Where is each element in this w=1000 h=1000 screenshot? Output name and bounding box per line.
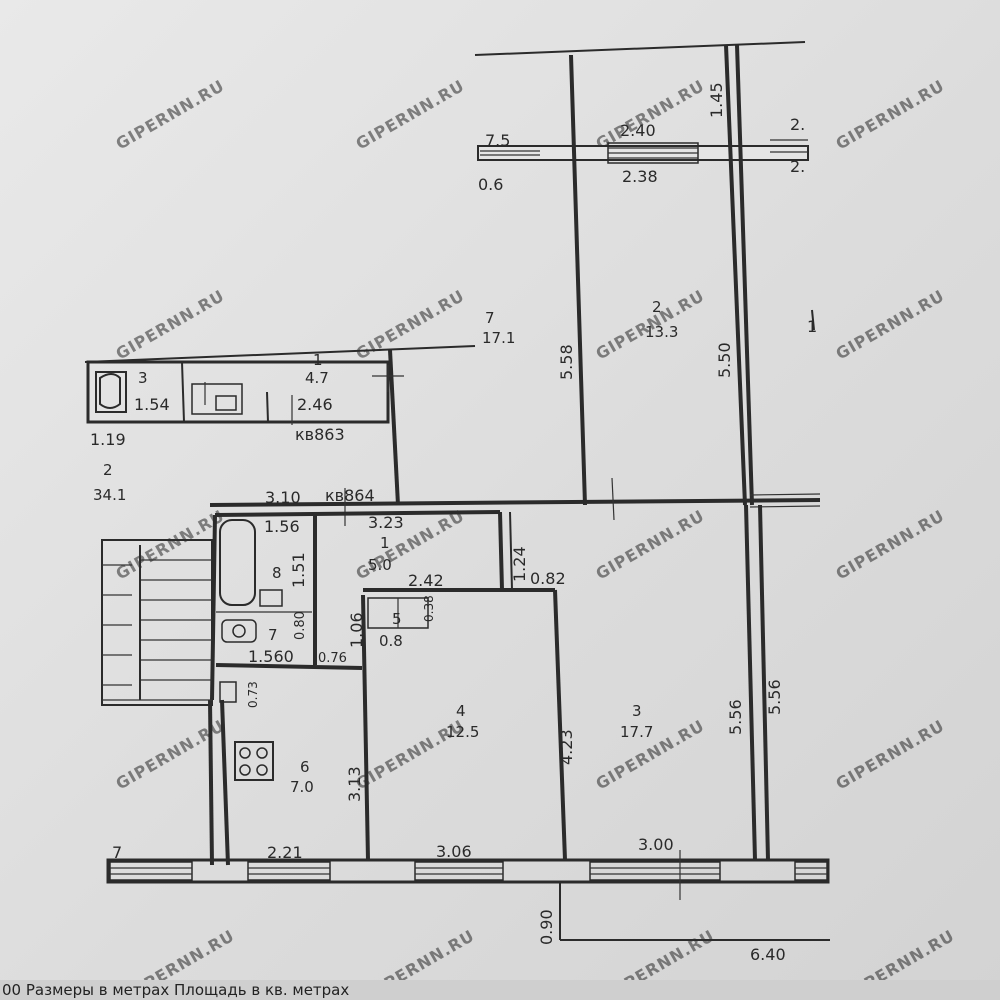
- dim-label: 0.6: [478, 175, 503, 194]
- watermark: GIPERNN.RU: [593, 506, 708, 584]
- dim-label: 2.21: [267, 843, 303, 862]
- dim-label: кв863: [295, 425, 345, 444]
- dim-label: 5.50: [715, 342, 734, 378]
- dim-label: 1: [807, 317, 817, 336]
- dim-label: 5.56: [726, 699, 745, 735]
- room-labels: 7 17.1 2 13.3 1 4.7 3 2 34.1 8 1 5.0 5 0…: [93, 298, 678, 796]
- kitchen-6-area: 7.0: [290, 778, 314, 796]
- dim-label: 2.38: [622, 167, 658, 186]
- dim-label: 1.06: [347, 612, 366, 648]
- dim-label: 5.58: [557, 344, 576, 380]
- room-3-area: 17.7: [620, 723, 653, 741]
- dim-label: 2.: [790, 115, 805, 134]
- dim-label: кв864: [325, 486, 375, 505]
- watermark: GIPERNN.RU: [833, 286, 948, 364]
- bath-3-number: 3: [138, 369, 148, 387]
- watermark: GIPERNN.RU: [113, 76, 228, 154]
- dim-label: 0.76: [318, 651, 347, 666]
- closet-5-number: 5: [392, 610, 402, 628]
- dim-label: 1.19: [90, 430, 126, 449]
- dim-label: 1.45: [707, 82, 726, 118]
- room-1-mid-number: 1: [380, 534, 390, 552]
- watermark: GIPERNN.RU: [833, 506, 948, 584]
- dim-label: 2.42: [408, 571, 444, 590]
- dim-label: 1.560: [248, 647, 294, 666]
- dim-label: 0.73: [246, 681, 260, 708]
- kitchen-6-number: 6: [300, 758, 310, 776]
- dim-label: 3.10: [265, 488, 301, 507]
- watermark: GIPERNN.RU: [113, 286, 228, 364]
- room-4-number: 4: [456, 702, 466, 720]
- dim-label: 1.54: [134, 395, 170, 414]
- dim-label: 7: [112, 843, 122, 862]
- watermark: GIPERNN.RU: [833, 716, 948, 794]
- dim-label: 2.40: [620, 121, 656, 140]
- room-8-number: 8: [272, 564, 282, 582]
- room-3-number: 3: [632, 702, 642, 720]
- dim-label: 3.13: [345, 766, 364, 802]
- dim-label: 1.56: [264, 517, 300, 536]
- dim-label: 2.: [790, 157, 805, 176]
- closet-5-area: 0.8: [379, 632, 403, 650]
- watermark: GIPERNN.RU: [113, 506, 228, 584]
- watermark: GIPERNN.RU: [833, 76, 948, 154]
- dim-label: 3.00: [638, 835, 674, 854]
- dim-label: 3.23: [368, 513, 404, 532]
- dim-label: 0.38: [422, 595, 436, 622]
- room-1-number: 1: [313, 351, 323, 369]
- dim-label: 1.24: [510, 546, 529, 582]
- dim-label: 6.40: [750, 945, 786, 964]
- dim-label: 2.46: [297, 395, 333, 414]
- room-2-area: 13.3: [645, 323, 678, 341]
- dim-label: 3.06: [436, 842, 472, 861]
- dim-label: 0.80: [293, 611, 308, 640]
- room-1-area: 4.7: [305, 369, 329, 387]
- plan-caption: 00 Размеры в метрах Площадь в кв. метрах: [0, 980, 1000, 1000]
- watermark: GIPERNN.RU: [593, 76, 708, 154]
- room-2-left-area: 34.1: [93, 486, 126, 504]
- dim-label: 0.90: [537, 909, 556, 945]
- dim-label: 4.23: [557, 729, 576, 765]
- dimension-labels: 7.5 2.40 1.45 2. 2. 2.38 0.6 5.58 5.50 1…: [90, 82, 817, 964]
- room-2-number: 2: [652, 298, 662, 316]
- dim-label: 5.56: [765, 679, 784, 715]
- dim-label: 0.82: [530, 569, 566, 588]
- room-7-area: 17.1: [482, 329, 515, 347]
- room-1-mid-area: 5.0: [368, 556, 392, 574]
- watermark: GIPERNN.RU: [353, 286, 468, 364]
- dim-label: 1.51: [289, 552, 308, 588]
- room-7-small-number: 7: [268, 626, 278, 644]
- upper-walls: [84, 41, 821, 526]
- room-7-number: 7: [485, 309, 495, 327]
- dim-label: 7.5: [485, 131, 510, 150]
- room-4-area: 12.5: [446, 723, 479, 741]
- room-2-left-number: 2: [103, 461, 113, 479]
- watermark: GIPERNN.RU: [353, 76, 468, 154]
- lower-walls: [101, 504, 830, 941]
